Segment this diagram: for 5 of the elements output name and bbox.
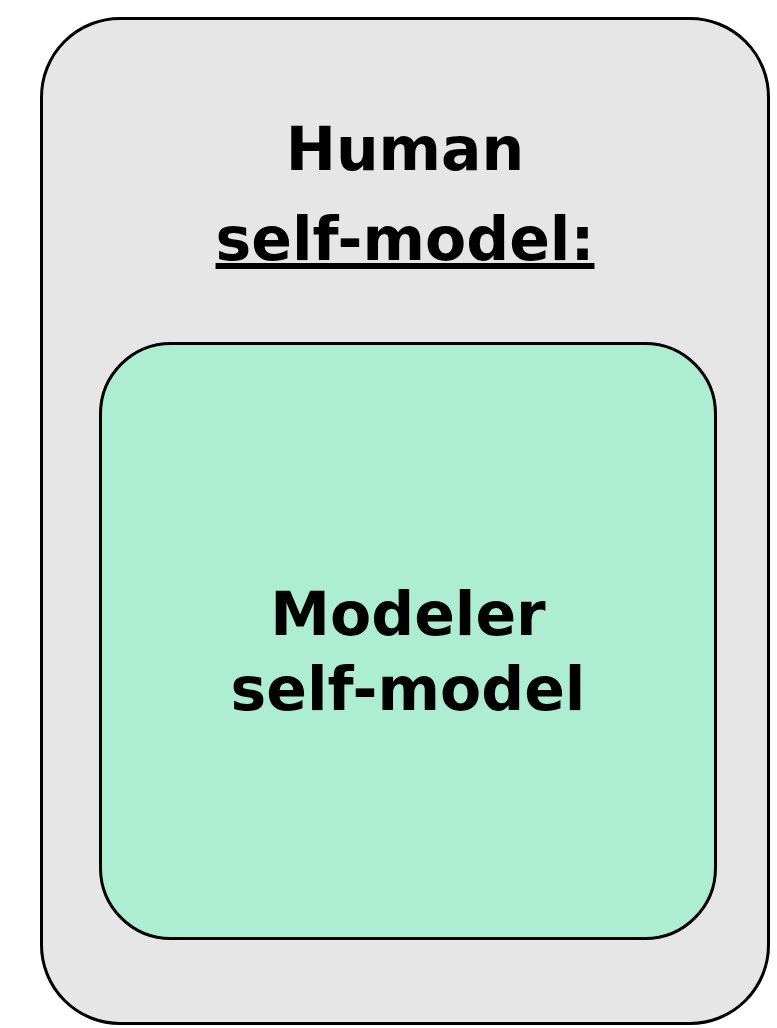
box-label: Modeler self-model [229, 578, 587, 726]
inner-box [99, 342, 717, 940]
outer-box [40, 17, 770, 1025]
heading: self-model: [215, 203, 595, 276]
heading: Human [285, 113, 525, 186]
